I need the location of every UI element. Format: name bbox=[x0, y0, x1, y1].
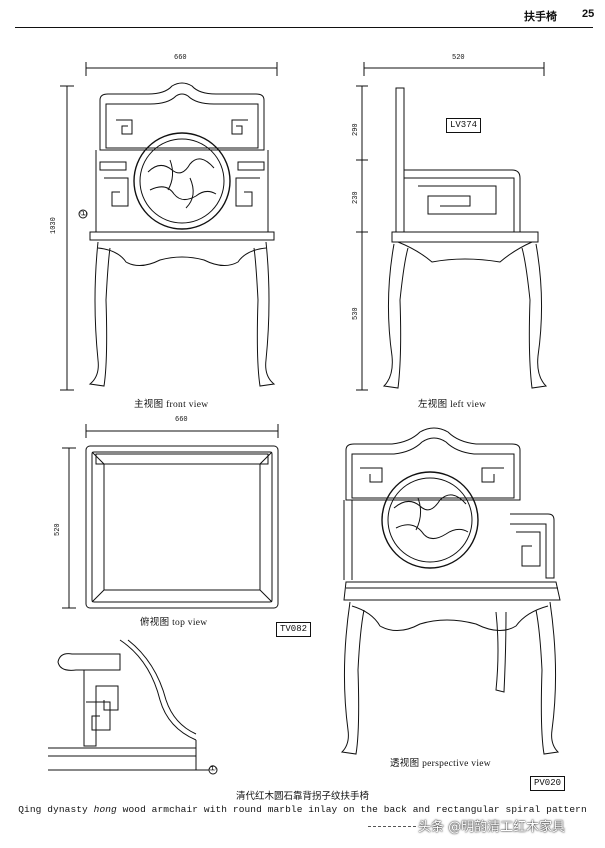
top-view-label: 俯视图 top view bbox=[140, 618, 208, 628]
caption-english: Qing dynasty hong wood armchair with rou… bbox=[0, 804, 605, 815]
left-view-label: 左视图 left view bbox=[418, 400, 487, 410]
front-width-dim: 660 bbox=[174, 54, 187, 62]
top-depth-dim: 520 bbox=[54, 523, 62, 536]
header-title: 扶手椅 bbox=[524, 11, 557, 23]
perspective-view-drawing bbox=[342, 428, 560, 754]
page-number: 25 bbox=[582, 8, 595, 20]
front-height-dim: 1030 bbox=[50, 217, 58, 234]
left-view-drawing bbox=[356, 62, 546, 390]
left-dim-290: 290 bbox=[352, 123, 360, 136]
left-width-dim: 520 bbox=[452, 54, 465, 62]
header-rule bbox=[15, 27, 593, 28]
watermark-text: 头条 @明韵清工红木家具 bbox=[418, 820, 566, 835]
caption-en-italic: hong bbox=[93, 804, 117, 815]
caption-chinese: 清代红木圆石靠背拐子纹扶手椅 bbox=[235, 792, 369, 802]
front-detail-marker: ① bbox=[80, 210, 88, 219]
top-view-code: TV082 bbox=[276, 622, 312, 637]
caption-en-after: wood armchair with round marble inlay on… bbox=[116, 804, 587, 815]
perspective-view-code: PV020 bbox=[530, 776, 566, 791]
left-dim-230: 230 bbox=[352, 191, 360, 204]
detail-drawing bbox=[48, 640, 217, 774]
left-dim-530: 530 bbox=[352, 307, 360, 320]
detail-marker: ① bbox=[209, 765, 217, 774]
watermark-dash bbox=[368, 826, 416, 827]
front-view-label: 主视图 front view bbox=[134, 400, 209, 410]
perspective-view-label: 透视图 perspective view bbox=[390, 759, 491, 769]
top-width-dim: 660 bbox=[175, 416, 188, 424]
front-view-drawing bbox=[60, 62, 277, 390]
top-view-drawing bbox=[62, 424, 278, 608]
left-view-code: LV374 bbox=[446, 118, 482, 133]
caption-en-before: Qing dynasty bbox=[18, 804, 94, 815]
